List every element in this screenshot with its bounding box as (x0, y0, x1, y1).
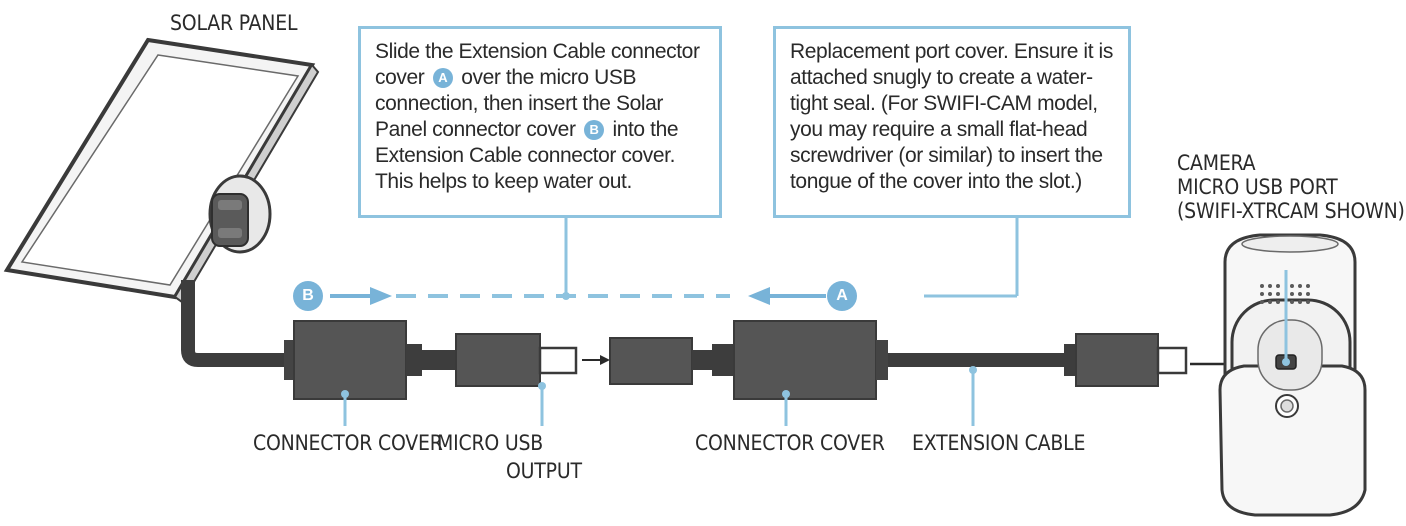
arrow-right-icon (370, 287, 392, 305)
callout-right-line-4: you may require a small flat-head (790, 118, 1088, 141)
speaker-grille (1260, 284, 1310, 304)
callout-left-line-5: Extension Cable connector cover. (375, 144, 676, 167)
label-connector-cover-mid: CONNECTOR COVER (695, 431, 885, 455)
camera (1218, 233, 1367, 517)
label-micro-usb-2: OUTPUT (506, 459, 582, 483)
callout-right: Replacement port cover. Ensure it is att… (773, 26, 1131, 218)
micro-usb-plug-left (455, 333, 541, 387)
arrow-left-icon (748, 287, 770, 305)
callout-left-line-2: cover A over the micro USB (375, 66, 637, 89)
badge-a-icon: A (827, 281, 857, 311)
label-camera-3: (SWIFI-XTRCAM SHOWN) (1177, 199, 1405, 223)
callout-right-line-5: screwdriver (or similar) to insert the (790, 144, 1103, 167)
connector-cover-mid (733, 320, 877, 400)
panel-cable (181, 280, 284, 367)
callout-right-line-2: attached snugly to create a water- (790, 66, 1093, 89)
callout-left: Slide the Extension Cable connector cove… (358, 26, 722, 218)
badge-a-icon: A (432, 68, 453, 89)
label-connector-cover-left: CONNECTOR COVER (253, 431, 443, 455)
solar-panel (3, 37, 320, 304)
label-camera-1: CAMERA (1177, 151, 1256, 175)
callout-left-line-1: Slide the Extension Cable connector (375, 40, 700, 63)
label-extension-cable: EXTENSION CABLE (912, 431, 1086, 455)
label-solar-panel: SOLAR PANEL (170, 11, 298, 35)
callout-right-line-1: Replacement port cover. Ensure it is (790, 40, 1113, 63)
extension-cable-line (888, 353, 1066, 367)
leader-lines (343, 216, 1288, 426)
label-micro-usb-1: MICRO USB (437, 431, 544, 455)
callout-left-line-4: Panel connector cover B into the (375, 118, 679, 141)
callout-right-line-3: tight seal. (For SWIFI-CAM model, (790, 92, 1098, 115)
badge-b-icon: B (584, 120, 604, 141)
micro-usb-plug-right (1075, 333, 1159, 387)
badge-b-icon: B (293, 281, 323, 311)
callout-left-line-3: connection, then insert the Solar (375, 92, 663, 115)
callout-right-line-6: tongue of the cover into the slot.) (790, 170, 1082, 193)
callout-left-line-6: This helps to keep water out. (375, 170, 632, 193)
extension-female-end (609, 337, 693, 385)
label-camera-2: MICRO USB PORT (1177, 175, 1338, 199)
